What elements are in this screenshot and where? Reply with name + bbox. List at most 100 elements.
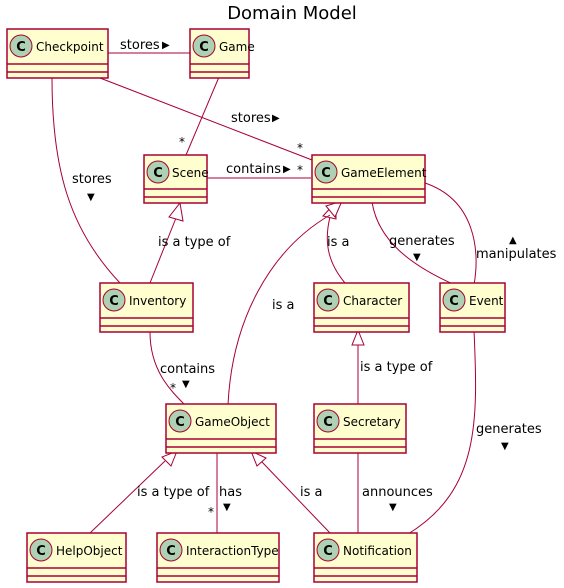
class-name: Event <box>469 294 504 308</box>
class-name: InteractionType <box>186 544 279 558</box>
relation-label: has <box>219 485 242 500</box>
svg-text:C: C <box>109 294 119 309</box>
relation-label: manipulates <box>476 247 557 262</box>
relation-label: is a <box>300 485 322 500</box>
direction-arrow-icon: ▼ <box>413 252 421 263</box>
class-game[interactable]: C Game <box>189 28 255 79</box>
relation-secretary-notification: announces ▼ <box>357 453 433 533</box>
class-game-object[interactable]: C GameObject <box>165 403 277 454</box>
class-secretary[interactable]: C Secretary <box>313 403 407 454</box>
class-event[interactable]: C Event <box>439 282 506 333</box>
class-icon <box>316 288 340 312</box>
multiplicity: * <box>208 505 214 519</box>
svg-text:C: C <box>323 415 333 430</box>
class-interaction-type[interactable]: C InteractionType <box>156 532 280 583</box>
relation-label: is a type of <box>158 235 231 250</box>
class-name: Character <box>343 294 402 308</box>
relation-label: contains <box>160 362 215 377</box>
direction-arrow-icon: ▼ <box>223 502 231 513</box>
relation-checkpoint-inventory: stores ▼ <box>51 77 121 284</box>
relation-game-element-event-generates: generates ▼ <box>371 201 456 286</box>
class-notification[interactable]: C Notification <box>313 532 418 583</box>
class-name: Checkpoint <box>36 40 104 54</box>
class-checkpoint[interactable]: C Checkpoint <box>6 28 109 79</box>
multiplicity: * <box>179 135 185 149</box>
class-icon <box>29 538 53 562</box>
relation-event-game-element-manipulates: ▲ manipulates <box>424 182 557 286</box>
direction-arrow-icon: ▶ <box>272 113 280 124</box>
svg-text:C: C <box>16 40 26 55</box>
relation-game-object-interaction-type: has ▼ * <box>208 453 242 533</box>
relation-label: contains <box>226 162 281 177</box>
generalization-arrow-icon <box>168 201 184 222</box>
multiplicity: * <box>297 141 303 155</box>
direction-arrow-icon: ▼ <box>182 379 190 390</box>
relation-game-object-notification: is a <box>250 450 331 534</box>
relation-scene-inventory: is a type of <box>149 201 231 284</box>
generalization-arrow-icon <box>351 328 365 346</box>
relation-character-secretary: is a type of <box>351 328 433 404</box>
class-icon <box>316 538 340 562</box>
class-icon <box>316 409 340 433</box>
generalization-arrow-icon <box>250 450 267 467</box>
relation-label: is a type of <box>360 360 433 375</box>
class-name: Game <box>219 40 255 54</box>
class-icon <box>168 409 192 433</box>
class-name: GameElement <box>341 166 427 180</box>
direction-arrow-icon: ▶ <box>283 164 291 175</box>
relation-game-scene: * <box>179 76 220 156</box>
class-name: Scene <box>172 166 209 180</box>
svg-text:C: C <box>36 544 46 559</box>
multiplicity: * <box>297 163 303 177</box>
direction-arrow-icon: ▶ <box>162 40 170 51</box>
relation-label: generates <box>389 234 455 249</box>
direction-arrow-icon: ▲ <box>509 235 517 246</box>
class-inventory[interactable]: C Inventory <box>99 282 194 333</box>
direction-arrow-icon: ▼ <box>501 441 509 452</box>
class-icon <box>102 288 126 312</box>
relation-checkpoint-game: stores ▶ <box>108 38 190 54</box>
svg-text:C: C <box>175 415 185 430</box>
class-name: Notification <box>343 544 412 558</box>
svg-text:C: C <box>323 294 333 309</box>
class-name: Secretary <box>343 415 401 429</box>
relation-checkpoint-game-element: stores ▶ * <box>99 77 313 161</box>
svg-text:C: C <box>323 544 333 559</box>
relation-label: is a <box>272 298 294 313</box>
class-icon <box>192 34 216 58</box>
relation-label: is a type of <box>137 485 210 500</box>
svg-text:C: C <box>449 294 459 309</box>
class-name: GameObject <box>195 415 270 429</box>
class-name: Inventory <box>129 294 186 308</box>
class-scene[interactable]: C Scene <box>143 154 209 204</box>
relation-label: is a <box>327 235 349 250</box>
multiplicity: * <box>170 381 176 395</box>
relation-game-element-game-object: is a <box>227 200 343 406</box>
class-character[interactable]: C Character <box>313 282 410 333</box>
relation-label: announces <box>362 485 433 500</box>
diagram-title: Domain Model <box>227 3 357 24</box>
relation-label: generates <box>476 422 542 437</box>
relation-inventory-game-object: contains ▼ * <box>149 331 215 406</box>
svg-text:C: C <box>166 544 176 559</box>
class-icon <box>9 34 33 58</box>
svg-text:C: C <box>153 166 163 181</box>
relation-label: stores <box>120 38 160 53</box>
class-game-element[interactable]: C GameElement <box>311 154 427 204</box>
relation-label: stores <box>72 172 112 187</box>
direction-arrow-icon: ▼ <box>389 502 397 513</box>
relation-event-notification: generates ▼ <box>407 329 542 535</box>
relation-scene-game-element: contains ▶ * <box>207 162 311 179</box>
generalization-arrow-icon <box>161 450 178 467</box>
relation-label: stores <box>231 111 271 126</box>
class-icon <box>146 160 170 184</box>
class-icon <box>159 538 183 562</box>
svg-text:C: C <box>199 40 209 55</box>
class-icon <box>442 288 466 312</box>
relation-game-object-help-object: is a type of <box>89 450 210 534</box>
class-help-object[interactable]: C HelpObject <box>26 532 127 583</box>
svg-text:C: C <box>321 166 331 181</box>
direction-arrow-icon: ▼ <box>87 192 95 203</box>
class-name: HelpObject <box>56 544 123 558</box>
